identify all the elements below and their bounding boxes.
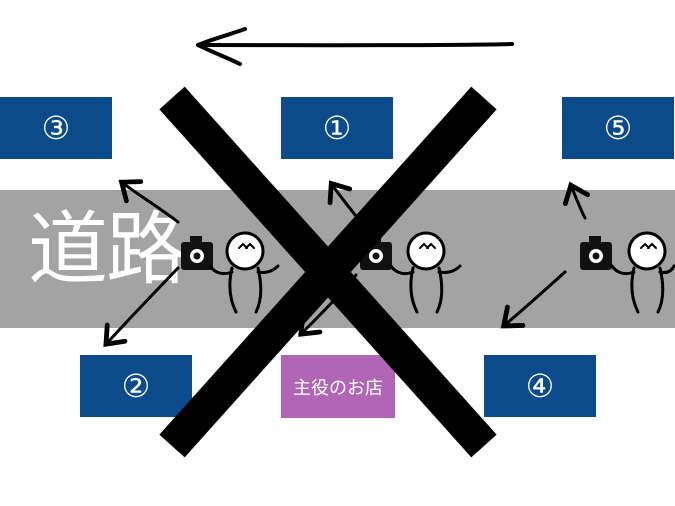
cross-mark-icon [159, 86, 497, 458]
stick-figure-icon [389, 231, 462, 314]
main-shop: 主役のお店 [281, 355, 395, 418]
shop-2: ② [80, 355, 192, 417]
shop-1: ① [281, 97, 393, 159]
camera-icon [181, 236, 213, 270]
shop-5: ⑤ [562, 97, 674, 159]
photographer-1 [181, 231, 280, 314]
camera-icon [580, 236, 612, 270]
arrow-left-icon [196, 27, 514, 66]
stick-figure-icon [610, 231, 675, 314]
shop-3: ③ [0, 97, 112, 159]
stick-figure-icon [208, 231, 280, 314]
road-label: 道路 [28, 203, 186, 296]
photographer-3 [580, 231, 675, 314]
shop-4: ④ [484, 355, 596, 417]
